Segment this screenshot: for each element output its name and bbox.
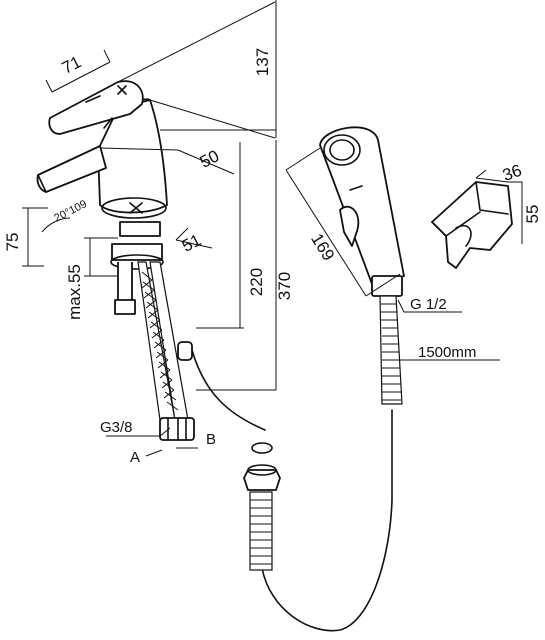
braided-hoses <box>137 261 195 441</box>
faucet-body <box>36 80 168 219</box>
label-point-a: A <box>130 449 140 466</box>
label-total-height: 137 <box>253 48 272 76</box>
label-g-three-eighths: G3/8 <box>100 419 133 436</box>
label-holder-height: 55 <box>523 205 542 224</box>
faucet-mounting <box>110 221 164 315</box>
label-body-to-deck: 220 <box>247 268 266 296</box>
label-max-deck: max.55 <box>65 264 84 320</box>
label-handle-width: 71 <box>59 52 84 78</box>
shower-hose-loop <box>191 349 393 632</box>
label-handshower-length: 169 <box>307 230 338 264</box>
label-overall-height: 370 <box>275 272 294 300</box>
label-point-b: B <box>206 431 216 448</box>
label-spout-reach: 50 <box>197 146 222 172</box>
label-hose-length: 1500mm <box>418 344 476 361</box>
handshower <box>319 126 405 405</box>
connector-ribbed-hose <box>243 442 281 571</box>
label-g-half: G 1/2 <box>410 296 447 313</box>
dimension-labels: 71 137 50 51 20°109 75 max.55 220 370 16… <box>3 48 542 320</box>
label-deck-thickness: 51 <box>179 230 204 256</box>
dimension-lines <box>22 0 523 457</box>
label-rotation-angle: 20°109 <box>52 198 89 225</box>
label-spout-height: 75 <box>3 233 22 252</box>
shower-holder <box>431 181 513 269</box>
callout-labels: G 1/2 1500mm G3/8 A B <box>100 296 476 466</box>
